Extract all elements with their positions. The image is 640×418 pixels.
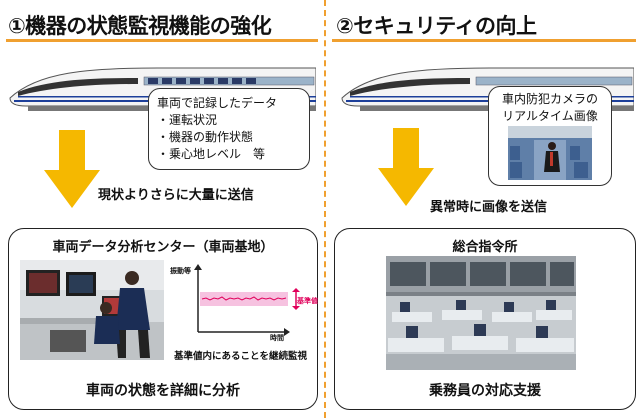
chart-note: 基準値内にあることを継続監視 — [174, 351, 308, 362]
left-section-title: ①機器の状態監視機能の強化 — [8, 14, 272, 38]
callout-item-equipment: ・機器の動作状態 — [157, 130, 254, 144]
chart-x-axis-label: 時間 — [270, 334, 284, 342]
vibration-signal-line — [201, 296, 287, 301]
callout-item-operation: ・運転状況 — [157, 113, 218, 127]
right-down-arrow-icon — [378, 128, 434, 206]
left-arrow-label: 現状よりさらに大量に送信 — [98, 188, 254, 203]
left-panel-title: 車両データ分析センター（車両基地） — [52, 240, 274, 255]
right-arrow-label: 異常時に画像を送信 — [430, 200, 548, 215]
vibration-monitoring-chart — [194, 264, 300, 336]
left-down-arrow-icon — [44, 130, 100, 208]
analysis-center-photo — [20, 260, 164, 360]
left-recorded-data-callout: 車両で記録したデータ ・運転状況 ・機器の動作状態 ・乗心地レベル 等 — [148, 88, 310, 170]
control-center-photo — [386, 256, 576, 370]
chart-band-label: 基準値 — [297, 297, 318, 305]
security-camera-photo — [508, 126, 592, 180]
callout-item-ride-comfort: ・乗心地レベル 等 — [157, 147, 266, 161]
right-panel-title: 総合指令所 — [452, 240, 518, 255]
left-panel-caption: 車両の状態を詳細に分析 — [86, 383, 240, 399]
column-divider — [324, 0, 326, 418]
camera-callout-line1: 車内防犯カメラの — [501, 92, 598, 106]
chart-y-axis-label: 振動等 — [170, 267, 191, 275]
callout-heading: 車両で記録したデータ — [157, 96, 278, 110]
right-title-underline — [332, 39, 636, 42]
right-panel-caption: 乗務員の対応支援 — [429, 383, 541, 399]
right-section-title: ②セキュリティの向上 — [336, 14, 537, 38]
camera-callout-line2: リアルタイム画像 — [502, 109, 598, 123]
left-title-underline — [6, 39, 318, 42]
